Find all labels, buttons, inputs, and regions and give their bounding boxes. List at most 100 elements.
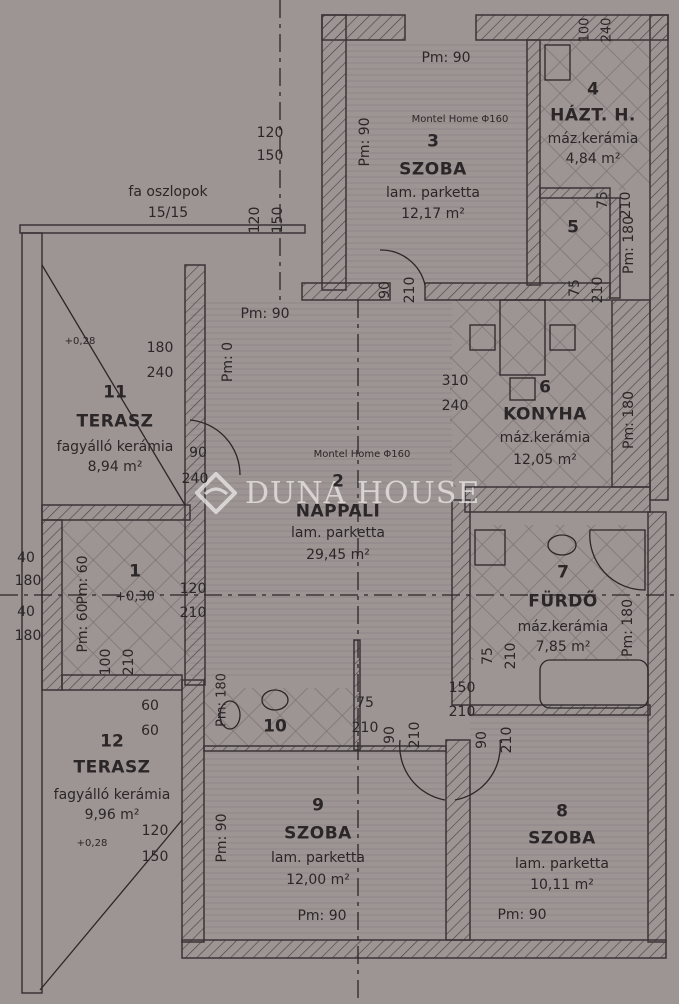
chair bbox=[549, 324, 576, 351]
dimension-label: 100 bbox=[577, 17, 593, 43]
room-4-area: 4,84 m² bbox=[565, 151, 621, 167]
sill-height-label: Pm: 90 bbox=[240, 306, 290, 322]
boiler bbox=[544, 44, 571, 81]
chair bbox=[469, 324, 496, 351]
dimension-label: 120 bbox=[256, 125, 284, 141]
room-11-number: 11 bbox=[103, 382, 127, 403]
dimension-label: 240 bbox=[599, 17, 615, 43]
columns-size: 15/15 bbox=[147, 205, 189, 221]
dimension-label: 75 bbox=[567, 279, 583, 297]
room-5-number: 5 bbox=[567, 217, 579, 238]
room-3-name: SZOBA bbox=[399, 159, 467, 180]
room-6-area: 12,05 m² bbox=[513, 452, 577, 468]
room-11-name: TERASZ bbox=[76, 411, 154, 432]
dimension-label: 310 bbox=[441, 373, 469, 389]
dimension-label: 120 bbox=[141, 823, 169, 839]
room-4-name: HÁZT. H. bbox=[550, 105, 636, 126]
room-7-number: 7 bbox=[557, 562, 569, 583]
room-11-elevation: +0,28 bbox=[64, 336, 96, 347]
sink bbox=[261, 689, 289, 711]
room-9-number: 9 bbox=[312, 795, 324, 816]
toilet bbox=[219, 700, 241, 730]
sill-height-label: Pm: 90 bbox=[421, 50, 471, 66]
dimension-label: 150 bbox=[141, 849, 169, 865]
dimension-label: 210 bbox=[448, 704, 476, 720]
watermark-text: DUNA HOUSE bbox=[245, 475, 481, 511]
dimension-label: 210 bbox=[499, 726, 515, 754]
walls bbox=[19, 14, 669, 994]
room-2-area: 29,45 m² bbox=[306, 547, 370, 563]
dimension-label: 180 bbox=[14, 628, 42, 644]
dimension-label: 210 bbox=[407, 721, 423, 749]
sill-height-label: Pm: 90 bbox=[297, 908, 347, 924]
room-7-area: 7,85 m² bbox=[535, 639, 591, 655]
door-swing bbox=[189, 419, 241, 476]
room-2-name: NAPPALI bbox=[295, 501, 381, 522]
dimension-label: 210 bbox=[402, 276, 418, 304]
duna-house-watermark: DUNA HOUSE bbox=[195, 472, 480, 514]
room-8-area: 10,11 m² bbox=[530, 877, 594, 893]
dimension-label: 150 bbox=[270, 206, 286, 234]
dimension-label: 150 bbox=[256, 148, 284, 164]
dimension-label: 120 bbox=[247, 206, 263, 234]
sill-height-label: Pm: 0 bbox=[220, 341, 236, 383]
room-6-number: 6 bbox=[539, 377, 551, 398]
dimension-label: 40 bbox=[17, 604, 35, 620]
dimension-label: 180 bbox=[146, 340, 174, 356]
room-1-elevation: +0,30 bbox=[115, 589, 155, 605]
columns-note: fa oszlopok bbox=[128, 184, 208, 200]
diagonal bbox=[41, 264, 186, 506]
dimension-label: 90 bbox=[382, 726, 398, 744]
dimension-label: 120 bbox=[179, 581, 207, 597]
dining-table bbox=[499, 299, 546, 376]
room-1-number: 1 bbox=[129, 561, 141, 582]
room-12-name: TERASZ bbox=[73, 757, 151, 778]
room-6-name: KONYHA bbox=[503, 404, 587, 425]
dimension-label: 210 bbox=[351, 720, 379, 736]
chimney-label: Montel Home Φ160 bbox=[313, 449, 411, 460]
dimension-label: 210 bbox=[121, 648, 137, 676]
sill-height-label: Pm: 90 bbox=[357, 117, 373, 167]
dimension-label: 40 bbox=[17, 550, 35, 566]
dimension-label: 150 bbox=[448, 680, 476, 696]
room-7-floor: máz.kerámia bbox=[517, 619, 609, 635]
sill-height-label: Pm: 60 bbox=[75, 603, 91, 653]
room-3-floor: lam. parketta bbox=[385, 185, 481, 201]
dimension-label: 240 bbox=[181, 471, 209, 487]
room-8-number: 8 bbox=[556, 801, 568, 822]
room-4-number: 4 bbox=[587, 79, 599, 100]
sink bbox=[547, 534, 577, 556]
dimension-label: 75 bbox=[480, 647, 496, 665]
diagonal bbox=[39, 819, 183, 991]
room-9-floor: lam. parketta bbox=[270, 850, 366, 866]
room-4-floor: máz.kerámia bbox=[547, 131, 639, 147]
dimension-label: 90 bbox=[474, 731, 490, 749]
dimension-label: 240 bbox=[441, 398, 469, 414]
room-8-name: SZOBA bbox=[528, 828, 596, 849]
door-swing bbox=[454, 739, 501, 801]
dimension-label: 75 bbox=[595, 191, 611, 209]
room-10-number: 10 bbox=[263, 716, 287, 737]
room-9-area: 12,00 m² bbox=[286, 872, 350, 888]
room-8-floor: lam. parketta bbox=[514, 856, 610, 872]
dimension-label: 90 bbox=[377, 281, 393, 299]
room-2-floor: lam. parketta bbox=[290, 525, 386, 541]
bathtub bbox=[539, 659, 649, 709]
sill-height-label: Pm: 180 bbox=[214, 673, 230, 727]
door-swing bbox=[399, 739, 446, 801]
room-11-floor: fagyálló kerámia bbox=[56, 439, 174, 455]
washing-machine bbox=[474, 529, 506, 566]
room-6-floor: máz.kerámia bbox=[499, 430, 591, 446]
chimney-label: Montel Home Φ160 bbox=[411, 114, 509, 125]
dimension-label: 210 bbox=[503, 642, 519, 670]
room-3-number: 3 bbox=[427, 131, 439, 152]
room-9-name: SZOBA bbox=[284, 823, 352, 844]
room-11-area: 8,94 m² bbox=[87, 459, 143, 475]
sill-height-label: Pm: 180 bbox=[621, 391, 637, 449]
dimension-label: 210 bbox=[618, 191, 634, 219]
dimension-label: 60 bbox=[141, 698, 159, 714]
sill-height-label: Pm: 180 bbox=[620, 599, 636, 657]
